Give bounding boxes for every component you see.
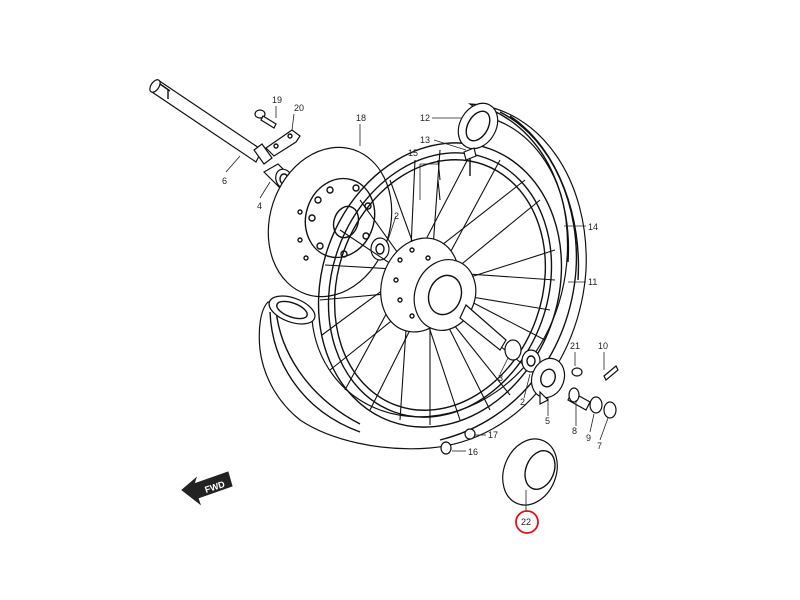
callout-10: 10 [598, 341, 608, 351]
tire [258, 103, 587, 450]
valve-stem [463, 147, 477, 176]
hub-collar-3 [504, 339, 522, 361]
speedo-drive-gear [567, 387, 591, 411]
callout-labels: 19 20 18 6 4 2 12 13 15 14 11 3 2 5 21 1… [222, 95, 608, 534]
tire-cut-top [457, 102, 499, 150]
callout-4: 4 [257, 201, 262, 211]
washer-9 [589, 396, 603, 414]
speedometer-gearbox [530, 357, 566, 405]
callout-22: 22 [521, 517, 531, 527]
callout-6: 6 [222, 176, 227, 186]
washer-21 [571, 367, 583, 377]
fwd-arrow-icon: FWD [181, 471, 233, 506]
disc-bolt [254, 109, 277, 129]
highlight-circle [515, 510, 539, 534]
callout-2-left: 2 [394, 211, 399, 221]
callout-5: 5 [545, 416, 550, 426]
lock-washer [265, 129, 301, 157]
balancer-17 [464, 428, 476, 440]
callout-8: 8 [572, 426, 577, 436]
rim [317, 142, 563, 428]
callout-13: 13 [420, 135, 430, 145]
callout-11: 11 [588, 277, 597, 287]
tire-cut-section [268, 295, 316, 325]
callout-3: 3 [498, 373, 503, 383]
callout-7: 7 [597, 441, 602, 451]
cotter-pin [603, 365, 619, 381]
wheel-bearing-left [370, 237, 390, 261]
callout-12: 12 [420, 113, 430, 123]
balancer-16 [440, 441, 452, 455]
callout-9: 9 [586, 433, 591, 443]
callout-17: 17 [488, 430, 498, 440]
callout-14: 14 [588, 222, 598, 232]
leader-lines [225, 106, 609, 512]
callout-15: 15 [408, 148, 418, 158]
hub [380, 237, 507, 351]
callout-21: 21 [570, 341, 580, 351]
part-22-seal [502, 438, 558, 506]
brake-disc [267, 146, 393, 298]
front-axle [149, 79, 273, 165]
callout-16: 16 [468, 447, 478, 457]
callout-19: 19 [272, 95, 282, 105]
callout-20: 20 [294, 103, 304, 113]
callout-2-right: 2 [520, 397, 525, 407]
callout-18: 18 [356, 113, 366, 123]
axle-nut [603, 401, 617, 419]
